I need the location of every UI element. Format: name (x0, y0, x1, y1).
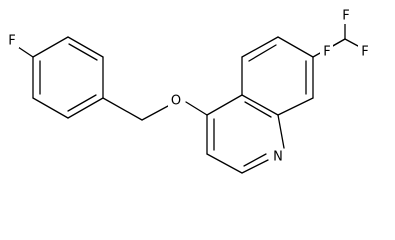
ring-a-double-1 (68, 43, 98, 61)
fluorine-atom-label: F (8, 34, 15, 49)
benzo-ring (241, 36, 314, 116)
benzyl-bond (102, 97, 143, 121)
ring-a-double-2 (67, 94, 97, 112)
py-bond-4 (277, 114, 285, 149)
py-bond-5 (241, 94, 279, 116)
bz-bond-2 (241, 36, 279, 58)
cf3-fluorine-top-label: F (342, 9, 349, 24)
py-double-2 (243, 153, 267, 167)
nitrogen-atom-label: N (273, 150, 283, 165)
c-f-bond (17, 46, 34, 58)
cf3-bond-left (332, 38, 346, 47)
ring-a-bond-3 (67, 97, 104, 119)
structure-diagram: F O N F F F (8, 8, 369, 174)
bz-bond-3 (277, 36, 314, 58)
pyridine-ring (206, 94, 285, 174)
cf3-fluorine-left-label: F (323, 45, 330, 60)
bz-double-1 (248, 44, 277, 62)
ring-a-bond-4 (32, 97, 69, 119)
py-bond-6 (206, 94, 243, 116)
py-bond-3 (241, 159, 269, 174)
molecule-drawing: F O N F F F (8, 8, 369, 174)
bz-bond-5 (277, 97, 314, 116)
ring-a-bond-6 (32, 36, 69, 58)
fluorophenyl-ring (32, 36, 104, 119)
ring-a-bond-1 (67, 36, 104, 58)
cf3-fluorine-right-label: F (361, 45, 368, 60)
ch2-o-bond (141, 105, 169, 121)
o-quinoline-bond (185, 101, 208, 116)
cf3-bond-right (344, 38, 359, 47)
py-bond-2 (206, 153, 243, 174)
oxygen-atom-label: O (171, 94, 181, 109)
py-double-3 (244, 101, 272, 118)
